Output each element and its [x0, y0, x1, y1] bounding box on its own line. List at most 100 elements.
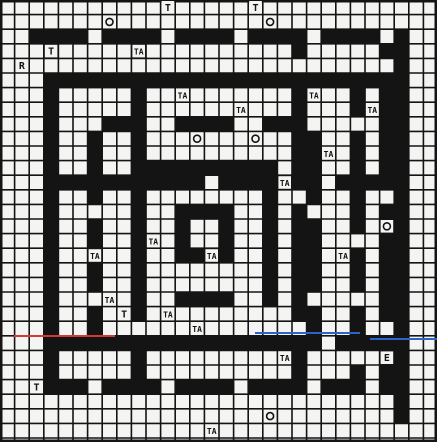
wall-cell	[88, 146, 103, 161]
wall-cell	[44, 277, 59, 292]
wall-cell	[44, 380, 59, 395]
treasure-tile[interactable]: TA	[162, 308, 175, 321]
wall-cell	[380, 263, 395, 278]
wall-cell	[44, 102, 59, 117]
wall-cell	[380, 365, 395, 380]
wall-cell	[131, 161, 146, 176]
wall-cell	[234, 336, 249, 351]
letter-tile[interactable]: T	[30, 381, 43, 394]
treasure-tile[interactable]: TA	[176, 89, 189, 102]
wall-cell	[190, 73, 205, 88]
wall-cell	[44, 219, 59, 234]
treasure-tile[interactable]: TA	[322, 147, 335, 160]
wall-cell	[131, 204, 146, 219]
wall-cell	[321, 29, 336, 44]
wall-cell	[292, 365, 307, 380]
letter-tile[interactable]: T	[45, 45, 58, 58]
treasure-tile[interactable]: TA	[191, 322, 204, 335]
wall-cell	[248, 161, 263, 176]
wall-cell	[58, 175, 73, 190]
wall-cell	[263, 277, 278, 292]
letter-tile[interactable]: E	[381, 351, 394, 364]
wall-cell	[131, 146, 146, 161]
wall-cell	[350, 131, 365, 146]
wall-cell	[131, 350, 146, 365]
wall-cell	[88, 307, 103, 322]
wall-cell	[190, 380, 205, 395]
wall-cell	[394, 277, 409, 292]
wall-cell	[131, 219, 146, 234]
treasure-tile[interactable]: TA	[89, 249, 102, 262]
wall-cell	[394, 219, 409, 234]
wall-cell	[44, 307, 59, 322]
treasure-tile[interactable]: TA	[235, 103, 248, 116]
wall-cell	[292, 102, 307, 117]
wall-cell	[394, 131, 409, 146]
treasure-tile[interactable]: TA	[132, 45, 145, 58]
treasure-tile[interactable]: TA	[103, 293, 116, 306]
wall-cell	[204, 161, 219, 176]
wall-cell	[58, 336, 73, 351]
wall-cell	[307, 146, 322, 161]
icon-background	[381, 220, 394, 233]
wall-cell	[88, 73, 103, 88]
treasure-tile[interactable]: TA	[205, 424, 218, 437]
wall-cell	[44, 204, 59, 219]
icon-background	[264, 410, 277, 423]
wall-cell	[88, 336, 103, 351]
wall-cell	[394, 409, 409, 424]
wall-cell	[263, 219, 278, 234]
wall-cell	[248, 29, 263, 44]
letter-label: T	[48, 47, 54, 58]
wall-cell	[365, 175, 380, 190]
wall-cell	[248, 73, 263, 88]
wall-cell	[307, 131, 322, 146]
wall-cell	[44, 146, 59, 161]
wall-cell	[380, 44, 395, 59]
wall-cell	[380, 161, 395, 176]
wall-cell	[380, 380, 395, 395]
wall-cell	[44, 263, 59, 278]
treasure-tile[interactable]: TA	[147, 235, 160, 248]
wall-cell	[292, 292, 307, 307]
wall-cell	[190, 117, 205, 132]
letter-tile[interactable]: T	[162, 1, 175, 14]
wall-cell	[102, 117, 117, 132]
treasure-tile[interactable]: TA	[278, 176, 291, 189]
arrow-icon	[264, 16, 277, 29]
wall-cell	[292, 248, 307, 263]
treasure-tile[interactable]: TA	[337, 249, 350, 262]
treasure-tile[interactable]: TA	[278, 351, 291, 364]
wall-cell	[263, 380, 278, 395]
wall-cell	[131, 102, 146, 117]
wall-cell	[131, 117, 146, 132]
wall-cell	[263, 73, 278, 88]
wall-cell	[307, 219, 322, 234]
wall-cell	[88, 321, 103, 336]
wall-cell	[277, 117, 292, 132]
treasure-tile[interactable]: TA	[205, 249, 218, 262]
treasure-tile[interactable]: TA	[308, 89, 321, 102]
wall-cell	[350, 336, 365, 351]
letter-tile[interactable]: T	[118, 308, 131, 321]
wall-cell	[394, 248, 409, 263]
wall-cell	[350, 73, 365, 88]
treasure-tile[interactable]: TA	[366, 103, 379, 116]
wall-cell	[394, 44, 409, 59]
wall-cell	[190, 175, 205, 190]
wall-cell	[204, 73, 219, 88]
creature-icon	[103, 16, 116, 29]
wall-cell	[394, 234, 409, 249]
treasure-label: TA	[105, 296, 115, 305]
wall-cell	[292, 277, 307, 292]
letter-tile[interactable]: R	[16, 59, 29, 72]
wall-cell	[219, 29, 234, 44]
letter-tile[interactable]: T	[249, 1, 262, 14]
wall-cell	[292, 380, 307, 395]
wall-cell	[394, 175, 409, 190]
wall-cell	[44, 131, 59, 146]
wall-cell	[131, 234, 146, 249]
wall-cell	[73, 380, 88, 395]
wall-cell	[88, 131, 103, 146]
